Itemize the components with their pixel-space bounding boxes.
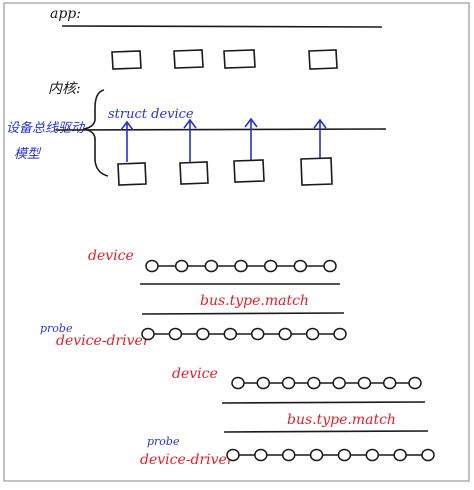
chain-node xyxy=(281,376,296,390)
app-label: app: xyxy=(50,6,81,22)
match-label-1: bus.type.match xyxy=(200,293,309,309)
chain-node xyxy=(250,327,265,341)
device-box xyxy=(117,162,147,186)
chain-node xyxy=(231,376,245,390)
arrow-up-icon xyxy=(183,118,197,162)
probe-label-2: probe xyxy=(147,435,180,448)
device-arrows xyxy=(120,117,327,162)
arrow-up-icon xyxy=(120,120,134,162)
device-label-1: device xyxy=(88,248,134,264)
device-box xyxy=(233,159,265,183)
kernel-brace xyxy=(83,89,109,177)
chain-node xyxy=(256,376,271,390)
device-driver-label-2: device-driver xyxy=(140,452,235,468)
device-boxes xyxy=(117,157,333,186)
bus-line-2-bottom xyxy=(223,430,429,433)
device-label-2: device xyxy=(172,366,218,382)
device-chain-2 xyxy=(231,376,422,390)
device-box xyxy=(179,161,209,185)
bus-line-1-bottom xyxy=(141,312,345,315)
device-box xyxy=(300,157,333,186)
chain-node xyxy=(382,376,397,390)
app-box xyxy=(223,49,256,69)
app-divider-line xyxy=(61,25,383,28)
arrow-up-icon xyxy=(244,117,258,160)
app-box xyxy=(308,49,338,70)
chain-node xyxy=(278,327,292,341)
chain-node xyxy=(293,259,308,273)
match-label-2: bus.type.match xyxy=(287,412,396,428)
chain-node xyxy=(408,376,422,390)
device-chain-1 xyxy=(145,259,337,273)
kernel-label: 内核: xyxy=(48,81,81,97)
chain-node xyxy=(365,448,380,462)
chain-node xyxy=(337,448,352,462)
app-boxes xyxy=(111,49,338,70)
chain-node xyxy=(174,259,189,273)
chain-node xyxy=(234,259,248,273)
bus-line xyxy=(55,128,387,131)
chain-node xyxy=(281,448,296,462)
struct-device-label: struct device xyxy=(108,107,194,122)
chain-node xyxy=(309,448,324,462)
image-frame xyxy=(3,2,470,482)
app-box xyxy=(173,49,204,69)
chain-node xyxy=(168,327,183,341)
device-driver-label-1: device-driver xyxy=(56,333,151,349)
chain-node xyxy=(196,327,210,341)
chain-node xyxy=(323,259,337,273)
chain-node xyxy=(333,327,347,341)
chain-node xyxy=(421,448,435,462)
chain-node xyxy=(204,259,219,273)
chain-node xyxy=(223,327,238,341)
chain-node xyxy=(357,376,372,390)
chain-node xyxy=(332,376,346,390)
probe-label-1: probe xyxy=(40,322,73,335)
bus-line-2-top xyxy=(221,401,426,404)
chain-node xyxy=(263,259,278,273)
chain-node xyxy=(393,448,407,462)
chain-node xyxy=(254,448,268,462)
chain-node xyxy=(141,327,155,341)
model-label-line2: 模型 xyxy=(14,147,42,162)
model-label-line1: 设备总线驱动 xyxy=(6,121,86,136)
driver-chain-2 xyxy=(226,448,435,462)
arrow-up-icon xyxy=(313,118,327,158)
chain-node xyxy=(226,448,240,462)
chain-node xyxy=(307,376,321,390)
chain-node xyxy=(305,327,320,341)
app-box xyxy=(111,50,142,70)
chain-node xyxy=(145,259,159,273)
driver-chain-1 xyxy=(141,327,347,341)
